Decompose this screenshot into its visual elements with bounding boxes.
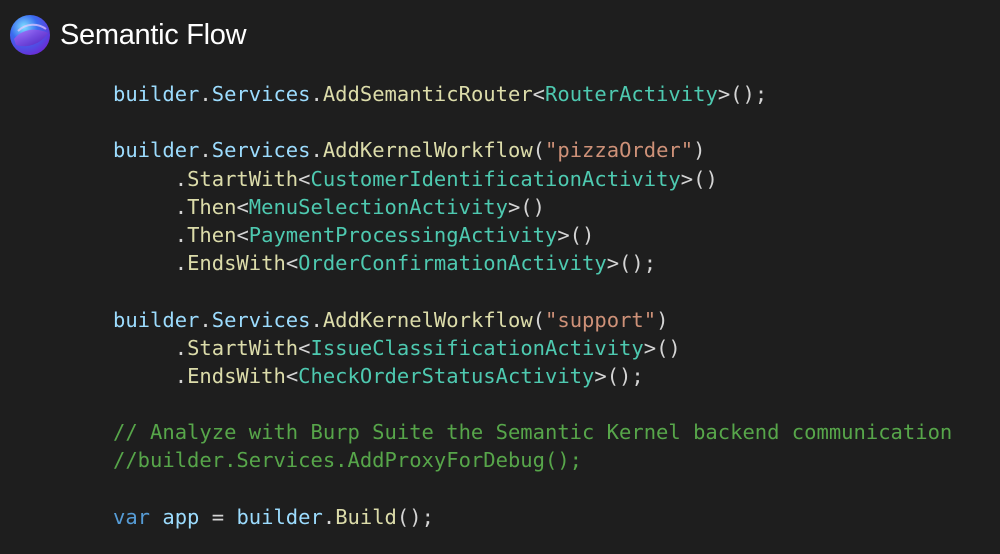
code-token [113,336,175,360]
code-token: EndsWith [187,363,286,388]
code-token: . [174,251,188,276]
code-token: AddKernelWorkflow [322,307,533,332]
code-token: >(); [606,251,657,276]
code-token: ( [532,307,546,332]
code-line: // Analyze with Burp Suite the Semantic … [113,418,993,446]
code-token: . [174,335,188,360]
code-token: >() [680,166,718,191]
code-token [113,364,175,388]
code-line: //builder.Services.AddProxyForDebug(); [113,446,993,474]
code-token: . [199,138,212,163]
code-token: AddSemanticRouter [322,82,533,106]
code-token: Then [187,222,237,247]
code-token: >() [557,222,595,247]
code-token: >(); [594,363,644,388]
code-token: < [236,194,249,219]
code-token: Build [335,504,397,529]
code-token: < [285,251,299,276]
code-token: builder [113,82,200,106]
code-token: < [298,166,311,191]
code-token: (); [396,504,434,529]
code-token: < [236,222,249,247]
code-token: CustomerIdentificationActivity [310,166,681,191]
code-token: IssueClassificationActivity [310,335,644,360]
code-line: builder.Services.AddKernelWorkflow("pizz… [113,136,993,164]
code-token: >() [643,335,681,360]
code-token: . [174,363,188,388]
code-editor: builder.Services.AddSemanticRouter<Route… [113,80,993,531]
code-token: ( [532,138,546,163]
code-token: //builder.Services.AddProxyForDebug(); [113,448,582,473]
code-token: builder [113,307,200,332]
code-token: . [322,504,336,529]
code-token: . [174,194,188,219]
code-token [113,223,175,247]
app-title: Semantic Flow [60,18,247,51]
code-token: = [199,504,237,529]
code-line: .StartWith<CustomerIdentificationActivit… [113,165,993,193]
code-token: < [532,82,546,106]
code-token: RouterActivity [545,82,718,106]
code-line: var app = builder.Build(); [113,503,993,531]
code-token: . [174,166,188,191]
code-token: < [285,363,299,388]
code-token: CheckOrderStatusActivity [298,363,595,388]
code-token [113,195,175,219]
code-token: // Analyze with Burp Suite the Semantic … [113,420,953,445]
code-token: app [162,504,200,529]
blank-line [113,390,993,418]
app-header: Semantic Flow [8,10,247,60]
blank-line [113,475,993,503]
code-token: MenuSelectionActivity [248,194,508,219]
code-line: builder.Services.AddSemanticRouter<Route… [113,80,993,108]
code-token: >(); [717,82,768,106]
code-line: .StartWith<IssueClassificationActivity>(… [113,334,993,362]
code-token: . [199,307,212,332]
code-line: .Then<MenuSelectionActivity>() [113,193,993,221]
code-token: >() [507,194,545,219]
code-token: PaymentProcessingActivity [248,222,558,247]
code-token: "pizzaOrder" [545,138,694,163]
code-line: .EndsWith<OrderConfirmationActivity>(); [113,249,993,277]
semantic-flow-logo-icon [10,15,50,55]
code-token: var [113,504,151,529]
code-token: builder [236,504,323,529]
code-token [113,167,175,191]
code-token: ) [693,138,706,163]
code-token: StartWith [187,335,299,360]
code-token: Services [211,82,311,106]
code-token: . [310,138,323,163]
code-token: EndsWith [187,251,286,276]
code-token [113,251,175,275]
code-token: . [310,307,323,332]
code-line: .EndsWith<CheckOrderStatusActivity>(); [113,362,993,390]
code-token: AddKernelWorkflow [322,138,533,163]
code-token: < [298,335,311,360]
code-token: . [199,82,212,106]
code-token: . [174,222,188,247]
code-token: Services [211,307,311,332]
code-token: StartWith [187,166,299,191]
code-token: ) [656,307,669,332]
code-token: OrderConfirmationActivity [298,251,607,276]
code-token: "support" [545,307,657,332]
code-token: Services [211,138,311,163]
code-line: builder.Services.AddKernelWorkflow("supp… [113,306,993,334]
code-line: .Then<PaymentProcessingActivity>() [113,221,993,249]
code-token [150,505,162,529]
code-token: . [310,82,323,106]
blank-line [113,277,993,305]
blank-line [113,108,993,136]
code-token: builder [113,138,200,163]
code-token: Then [187,194,237,219]
